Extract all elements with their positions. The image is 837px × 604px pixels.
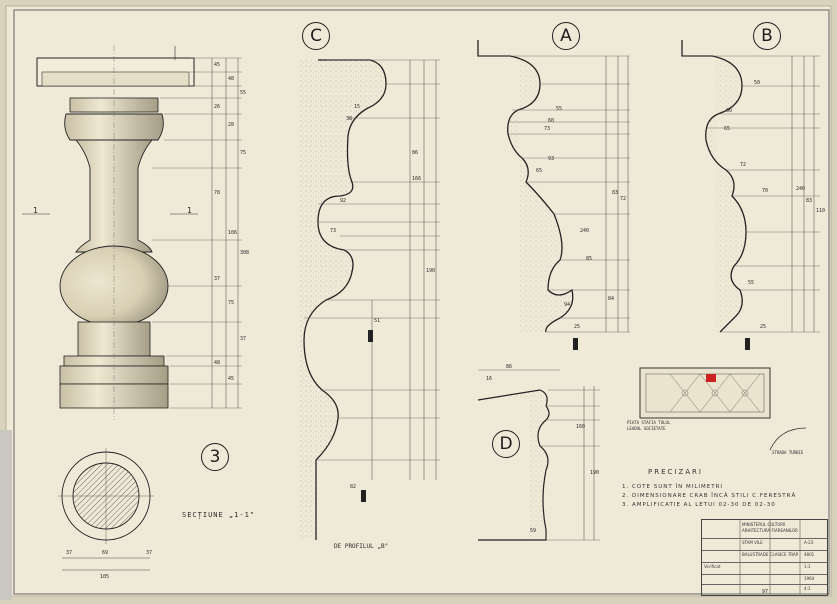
dimension-label: 190 (426, 268, 436, 274)
dimension-label: 59 (530, 528, 537, 534)
label-b: B (753, 22, 781, 50)
dimension-label: 73 (330, 228, 337, 234)
dimension-label: 45 (228, 376, 235, 382)
tape-strip (0, 430, 12, 600)
profile-note: DE PROFILUL „B" (334, 543, 389, 550)
dimension-label: 28 (228, 122, 235, 128)
dimension-label: 48 (228, 76, 235, 82)
site-plan (639, 367, 807, 451)
profile-section-b (681, 40, 820, 350)
dimension-label: 160 (576, 424, 586, 430)
dimension-label: 70 (762, 188, 769, 194)
dimension-label: 78 (214, 190, 221, 196)
dimension-label: 166 (412, 176, 422, 182)
label-c: C (302, 22, 330, 50)
title-block: MINISTERUL CULTURII ARHITECTURA FIAREANI… (701, 519, 828, 596)
dimension-label: 240 (796, 186, 806, 192)
dimension-label: 190 (590, 470, 600, 476)
dimension-label: 25 (574, 324, 581, 330)
dimension-label: 110 (816, 208, 826, 214)
profile-section-d (477, 369, 600, 541)
site-plan-label-left-2: LEADUL SOCIETATE (627, 426, 666, 431)
dimension-label: 105 (100, 574, 110, 580)
dimension-label: 37 (240, 336, 247, 342)
dimension-label: 48 (214, 360, 221, 366)
label-a: A (552, 22, 580, 50)
dimension-label: 69 (102, 550, 109, 556)
label-3: 3 (201, 443, 229, 471)
dimension-label: 55 (748, 280, 755, 286)
title-sign: 4:1 (804, 586, 811, 591)
title-row-4: BALUSTRADE CLASICE TRAP (742, 552, 799, 557)
dimension-label: 16 (486, 376, 493, 382)
title-drawn: Verificat (704, 564, 721, 569)
dimension-label: 85 (586, 256, 593, 262)
dimension-label: 50 (754, 80, 761, 86)
dimension-label: 60 (726, 108, 733, 114)
dimension-label: 86 (412, 150, 419, 156)
profile-section-a (477, 40, 630, 350)
note-item: 2. DIMENSIONARE CRAB ÎNCĂ STILI C.FEREST… (622, 493, 797, 499)
dimension-label: 106 (228, 230, 238, 236)
dimension-label: 60 (548, 118, 555, 124)
dimension-label: 37 (66, 550, 73, 556)
dimension-label: 240 (580, 228, 590, 234)
title-date: 1964 (804, 576, 815, 581)
label-d: D (492, 430, 520, 458)
dimension-label: 65 (536, 168, 543, 174)
dimension-label: 73 (544, 126, 551, 132)
title-sheet-no: A-23 (804, 540, 814, 545)
title-row-1: MINISTERUL CULTURII (742, 522, 786, 527)
site-plan-label-left: PIATA STAFIA TULUL (627, 420, 671, 425)
dimension-label: 86 (506, 364, 513, 370)
dimension-label: 45 (214, 62, 221, 68)
dimension-label: 25 (760, 324, 767, 330)
title-scale: 1:1 (804, 564, 811, 569)
site-plan-label-right: STRADA TURBIE (772, 450, 804, 455)
dimension-label: 72 (620, 196, 627, 202)
dimension-label: 75 (228, 300, 235, 306)
dimension-label: 15 (354, 104, 361, 110)
dimension-label: 92 (340, 198, 347, 204)
dimension-label: 51 (374, 318, 381, 324)
title-code: 4801 (804, 552, 815, 557)
baluster-elevation (22, 45, 242, 420)
margin-mark: 97 (762, 589, 769, 595)
dimension-label: 37 (146, 550, 153, 556)
dimension-label: 308 (240, 250, 250, 256)
cut-mark-left: 1 (33, 206, 38, 215)
dimension-label: 94 (564, 302, 571, 308)
dimension-label: 55 (556, 106, 563, 112)
title-row-3: STAM VILE (742, 540, 763, 545)
dimension-label: 84 (608, 296, 615, 302)
dimension-label: 82 (350, 484, 357, 490)
dimension-label: 55 (240, 90, 247, 96)
title-row-2: ARHITECTURA FIAREANILOR (742, 528, 798, 533)
section-title: SECȚIUNE „1-1" (182, 511, 256, 519)
dimension-label: 72 (740, 162, 747, 168)
notes-title: PRECIZARI (648, 468, 703, 476)
cut-mark-right: 1 (187, 206, 192, 215)
dimension-label: 65 (724, 126, 731, 132)
dimension-label: 75 (240, 150, 247, 156)
dimension-label: 38 (346, 116, 353, 122)
profile-section-c (300, 59, 440, 540)
dimension-label: 93 (548, 156, 555, 162)
note-item: 3. AMPLIFICATIE AL LETUI 02-30 DE 02-30 (622, 502, 776, 508)
dimension-label: 83 (612, 190, 619, 196)
dimension-label: 83 (806, 198, 813, 204)
note-item: 1. COTE SUNT ÎN MILIMETRI (622, 484, 724, 490)
dimension-label: 26 (214, 104, 221, 110)
section-1-1-plan (58, 448, 154, 571)
dimension-label: 37 (214, 276, 221, 282)
